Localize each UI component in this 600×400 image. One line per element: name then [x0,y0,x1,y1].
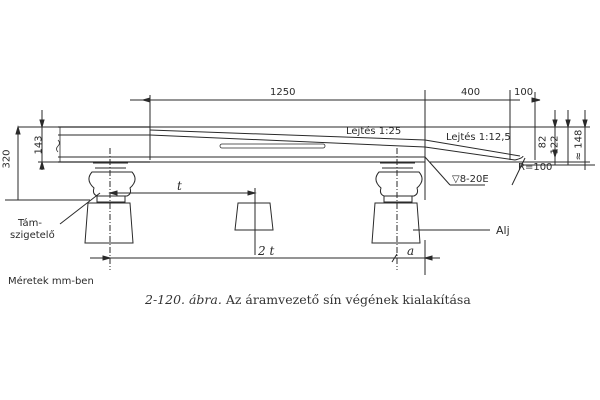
dim-122: 122 [549,135,561,155]
sleeper-label: Alj [496,224,510,237]
slope-label-1-25: Lejtés 1:25 [346,126,402,137]
dim-82: 82 [537,135,549,149]
dim-148: ≈ 148 [573,129,585,161]
dim-143: 143 [33,135,45,155]
dim-1250: 1250 [270,87,296,98]
dim-400: 400 [461,87,481,98]
dim-100: 100 [514,87,534,98]
support-insulator-label-2: szigetelő [10,230,55,241]
dim-320: 320 [1,149,13,169]
units-note: Méretek mm-ben [8,276,94,287]
slope-label-1-12-5: Lejtés 1:12,5 [446,132,511,143]
dim-t: t [177,179,182,193]
figure-number: 2-120. ábra. [145,292,222,307]
weld-symbol-label: ▽8-20E [452,174,489,185]
figure-title: Az áramvezető sín végének kialakítása [225,292,471,307]
radius-label: R=100 [518,162,553,173]
figure-caption: 2-120. ábra. Az áramvezető sín végének k… [145,292,471,307]
support-insulator-label-1: Tám- [18,218,42,229]
dim-a: a [407,244,415,258]
dim-2t: 2 t [258,244,275,258]
